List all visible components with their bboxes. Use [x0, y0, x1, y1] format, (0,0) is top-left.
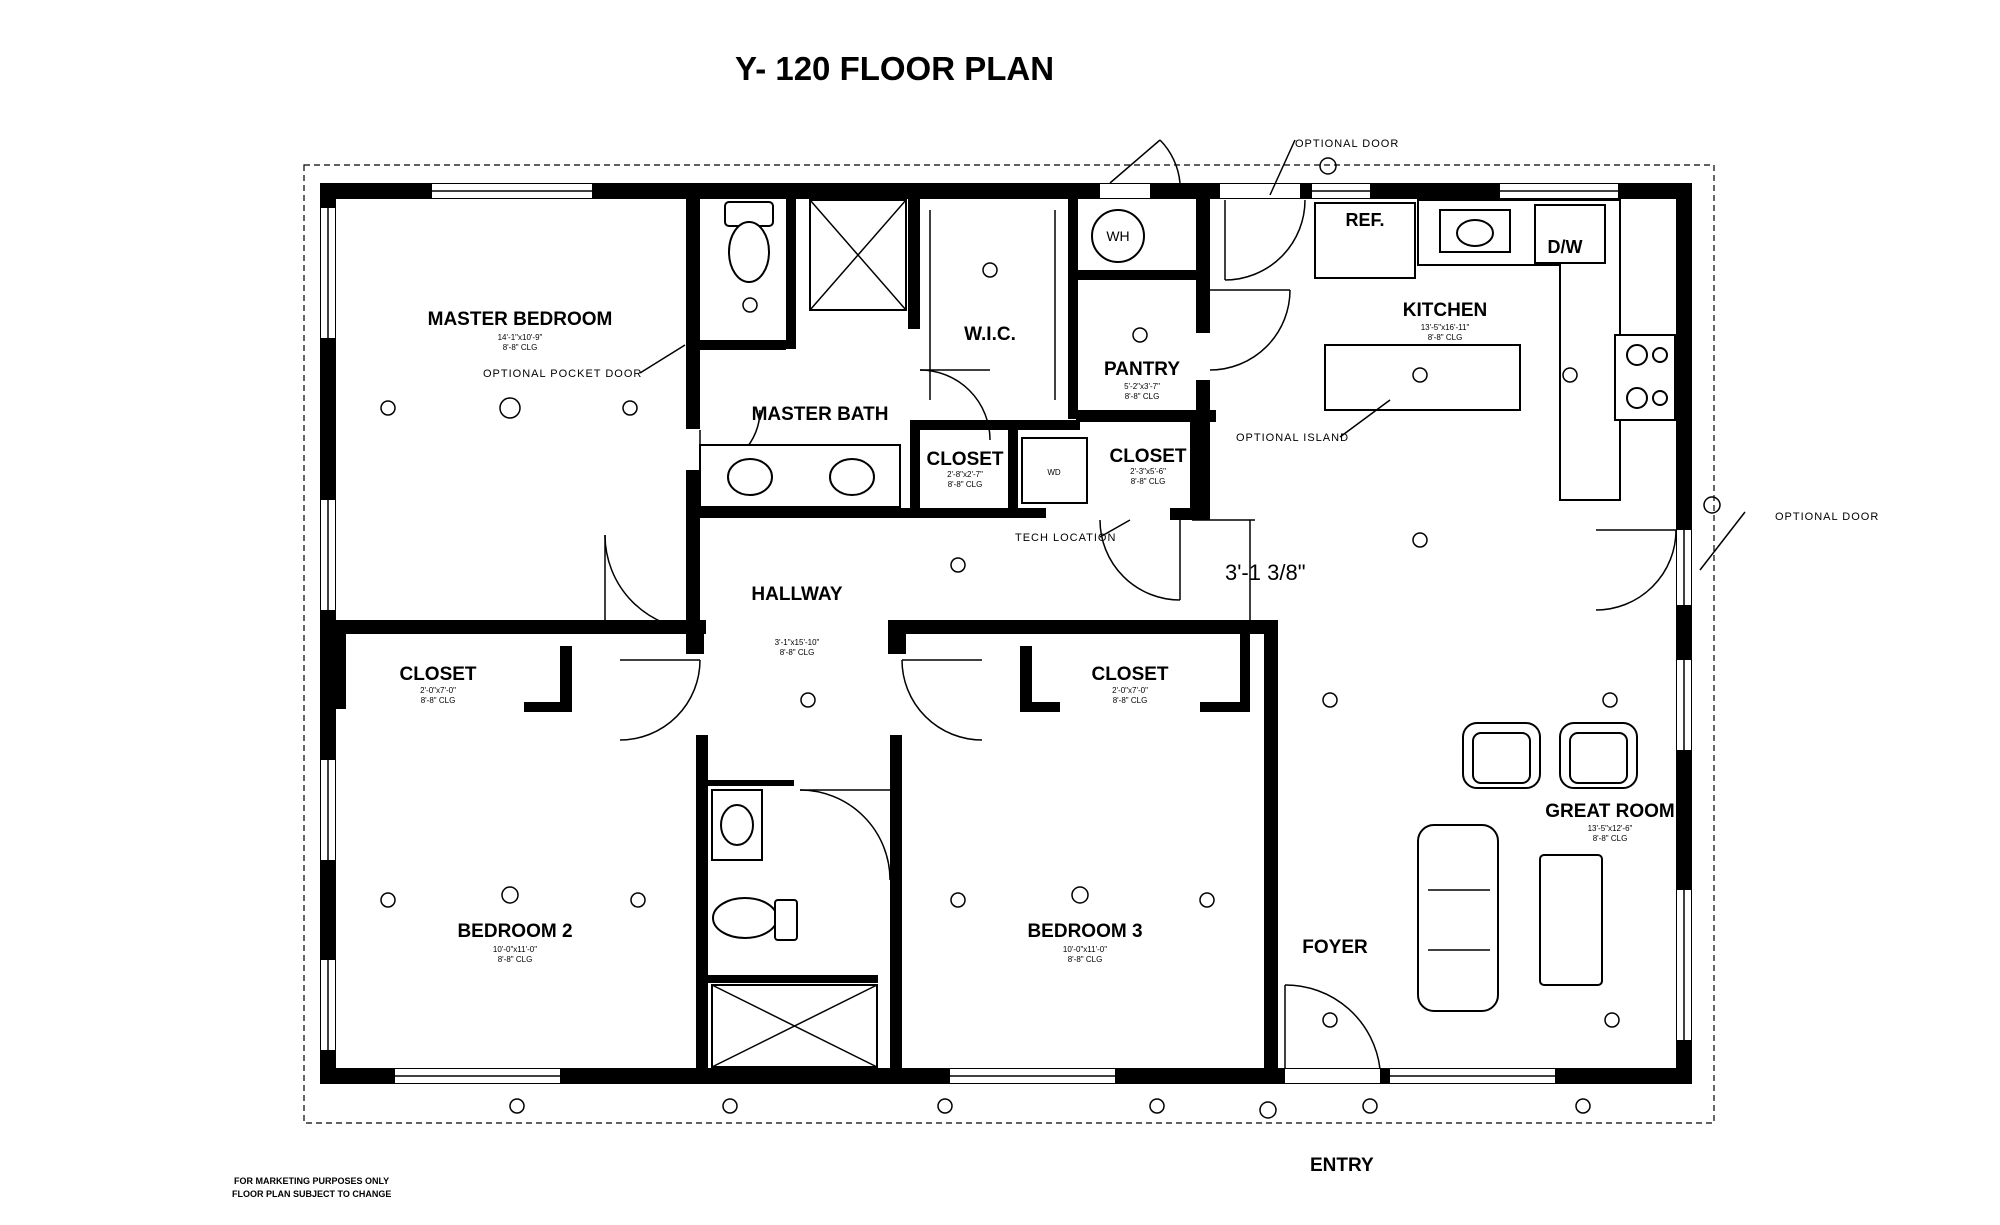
dim-closet-bed2-clg: 8'-8" CLG	[421, 696, 456, 705]
room-kitchen: KITCHEN	[1403, 300, 1487, 321]
wic-shelving	[929, 210, 1056, 400]
kitchen-counter	[1417, 199, 1621, 501]
outer-boundary	[303, 164, 1715, 1124]
room-foyer: FOYER	[1302, 937, 1368, 958]
dim-hallway-size: 3'-1"x15'-10"	[775, 638, 820, 647]
footer-line1: FOR MARKETING PURPOSES ONLY	[234, 1176, 389, 1186]
label-ref: REF.	[1345, 210, 1384, 230]
kitchen-island	[1324, 344, 1521, 411]
dim-closet-hall-size: 2'-8"x2'-7"	[947, 470, 983, 479]
room-master-bedroom: MASTER BEDROOM	[428, 309, 613, 330]
note-tech-location: TECH LOCATION	[1015, 532, 1116, 544]
dim-closet-bed2-size: 2'-0"x7'-0"	[420, 686, 456, 695]
label-dw: D/W	[1548, 237, 1583, 257]
notes: OPTIONAL DOOR OPTIONAL DOOR OPTIONAL POC…	[483, 138, 1879, 544]
dim-closet-hall-clg: 8'-8" CLG	[948, 480, 983, 489]
master-toilet-bowl	[728, 221, 770, 283]
room-master-bath: MASTER BATH	[752, 404, 889, 425]
refrigerator	[1314, 202, 1416, 279]
dim-kitchen-size: 13'-5"x16'-11"	[1421, 323, 1470, 332]
note-optional-island: OPTIONAL ISLAND	[1236, 432, 1349, 444]
footer-line2: FLOOR PLAN SUBJECT TO CHANGE	[232, 1189, 391, 1199]
label-wh: WH	[1106, 228, 1129, 244]
dim-bedroom2-size: 10'-0"x11'-0"	[493, 945, 537, 954]
note-optional-door-right: OPTIONAL DOOR	[1775, 511, 1879, 523]
fixture-labels: WH REF. D/W WD	[1047, 210, 1582, 477]
room-labels: MASTER BEDROOM 14'-1"x10'-9" 8'-8" CLG M…	[399, 300, 1674, 964]
label-wd: WD	[1047, 468, 1061, 477]
dim-closet-bed3-clg: 8'-8" CLG	[1113, 696, 1148, 705]
room-pantry: PANTRY	[1104, 359, 1180, 380]
ceiling-lights	[380, 157, 1721, 1119]
washer-dryer	[1021, 437, 1088, 504]
fixtures	[699, 199, 1676, 1068]
water-heater	[1091, 209, 1145, 263]
interior-walls	[336, 183, 1278, 1076]
dim-great-room-clg: 8'-8" CLG	[1593, 834, 1628, 843]
room-closet-bed2: CLOSET	[399, 664, 476, 685]
room-closet-bed3: CLOSET	[1091, 664, 1168, 685]
dim-master-bedroom-clg: 8'-8" CLG	[503, 343, 538, 352]
room-closet-laundry: CLOSET	[1109, 446, 1186, 467]
dim-closet-laundry-size: 2'-3"x5'-6"	[1130, 467, 1166, 476]
dim-pantry-clg: 8'-8" CLG	[1125, 392, 1160, 401]
room-great-room: GREAT ROOM	[1545, 801, 1674, 822]
dim-pantry-size: 5'-2"x3'-7"	[1124, 382, 1160, 391]
dim-hallway-clg: 8'-8" CLG	[780, 648, 815, 657]
room-bedroom2: BEDROOM 2	[457, 921, 572, 942]
dim-closet-bed3-size: 2'-0"x7'-0"	[1112, 686, 1148, 695]
dim-great-room-size: 13'-5"x12'-6"	[1588, 824, 1633, 833]
note-optional-pocket-door: OPTIONAL POCKET DOOR	[483, 368, 642, 380]
room-bedroom3: BEDROOM 3	[1027, 921, 1142, 942]
sofa	[1417, 824, 1499, 1012]
windows	[321, 184, 1691, 1083]
dimension-marker: 3'-1 3/8"	[1192, 519, 1306, 625]
dim-bedroom3-size: 10'-0"x11'-0"	[1063, 945, 1107, 954]
dim-kitchen-clg: 8'-8" CLG	[1428, 333, 1463, 342]
footer-disclaimer: FOR MARKETING PURPOSES ONLY FLOOR PLAN S…	[232, 1176, 391, 1199]
dim-bedroom3-clg: 8'-8" CLG	[1068, 955, 1103, 964]
room-hallway: HALLWAY	[751, 584, 842, 605]
note-leaders	[639, 139, 1746, 571]
dimension-label: 3'-1 3/8"	[1225, 560, 1306, 585]
dim-master-bedroom-size: 14'-1"x10'-9"	[498, 333, 543, 342]
hall-toilet-bowl	[712, 897, 778, 939]
entry-label: ENTRY	[1310, 1155, 1374, 1176]
coffee-table	[1539, 854, 1603, 986]
plan-title: Y- 120 FLOOR PLAN	[735, 50, 1054, 87]
dim-bedroom2-clg: 8'-8" CLG	[498, 955, 533, 964]
dishwasher	[1534, 204, 1606, 264]
note-optional-door-top: OPTIONAL DOOR	[1295, 138, 1399, 150]
room-closet-hall: CLOSET	[926, 449, 1003, 470]
dim-closet-laundry-clg: 8'-8" CLG	[1131, 477, 1166, 486]
room-wic: W.I.C.	[964, 324, 1016, 345]
